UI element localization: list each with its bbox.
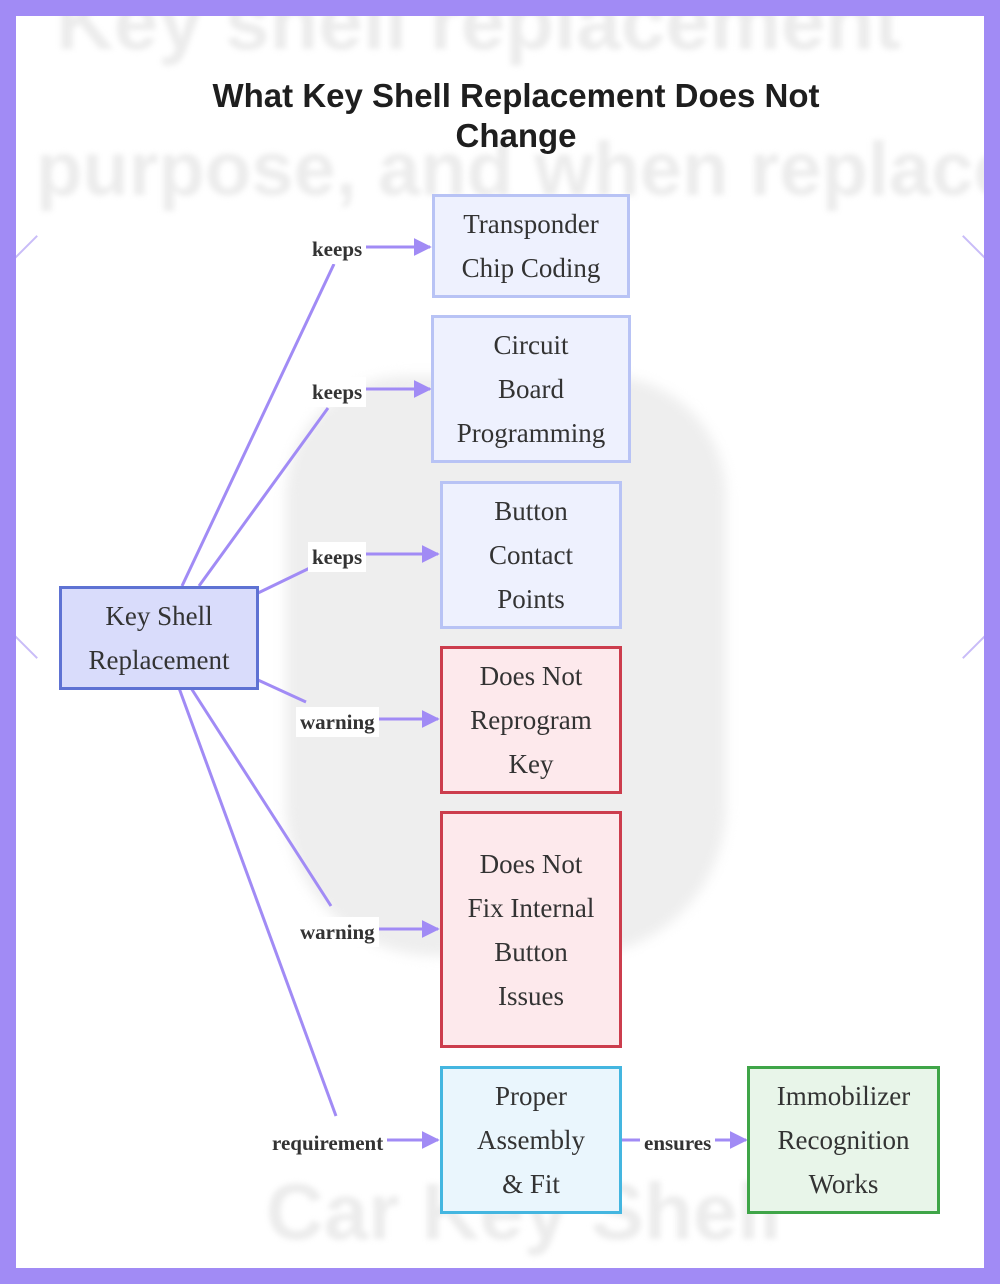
- node-text: Circuit: [493, 330, 569, 360]
- diagram-title: What Key Shell Replacement Does Not Chan…: [212, 77, 820, 154]
- node-text: Button: [494, 936, 568, 967]
- node-text: Contact: [489, 540, 573, 570]
- node-text: Recognition: [777, 1125, 910, 1155]
- node-text: Works: [808, 1169, 879, 1199]
- edge-label-keeps: keeps: [308, 542, 367, 572]
- diagram-canvas: Key shell replacement purpose, and when …: [16, 16, 984, 1268]
- edge-label-requirement: requirement: [268, 1128, 388, 1158]
- node-text: & Fit: [502, 1169, 560, 1199]
- edge-label-ensures: ensures: [640, 1128, 716, 1158]
- edge-root-button-contact: [257, 563, 317, 595]
- edge-root-assembly: [177, 687, 338, 1117]
- edge-root-reprogram: [257, 678, 307, 704]
- edge-root-internal: [189, 687, 333, 907]
- node-text: Button: [494, 496, 568, 526]
- node-text: Issues: [497, 980, 564, 1011]
- edge-label-keeps: keeps: [308, 234, 367, 264]
- node-text: Assembly: [477, 1125, 585, 1155]
- node-text: Fix Internal: [467, 892, 595, 923]
- node-text: Reprogram: [470, 705, 592, 735]
- node-text: Chip Coding: [461, 253, 601, 283]
- edge-root-transponder: [180, 263, 336, 587]
- node-text: Board: [498, 374, 564, 404]
- node-text: Proper: [495, 1081, 567, 1111]
- node-text: Replacement: [88, 645, 230, 675]
- node-text: Programming: [456, 418, 606, 448]
- edge-label-warning: warning: [296, 707, 379, 737]
- node-text: Does Not: [479, 848, 583, 879]
- node-text: Immobilizer: [776, 1081, 911, 1111]
- node-text: Points: [497, 584, 565, 614]
- node-text: Key: [508, 749, 554, 779]
- edge-label-warning: warning: [296, 917, 379, 947]
- node-text: Transponder: [463, 209, 599, 239]
- edge-root-circuit: [197, 407, 330, 587]
- node-text: Key Shell: [105, 601, 213, 631]
- edge-label-keeps: keeps: [308, 377, 367, 407]
- node-text: Does Not: [479, 661, 583, 691]
